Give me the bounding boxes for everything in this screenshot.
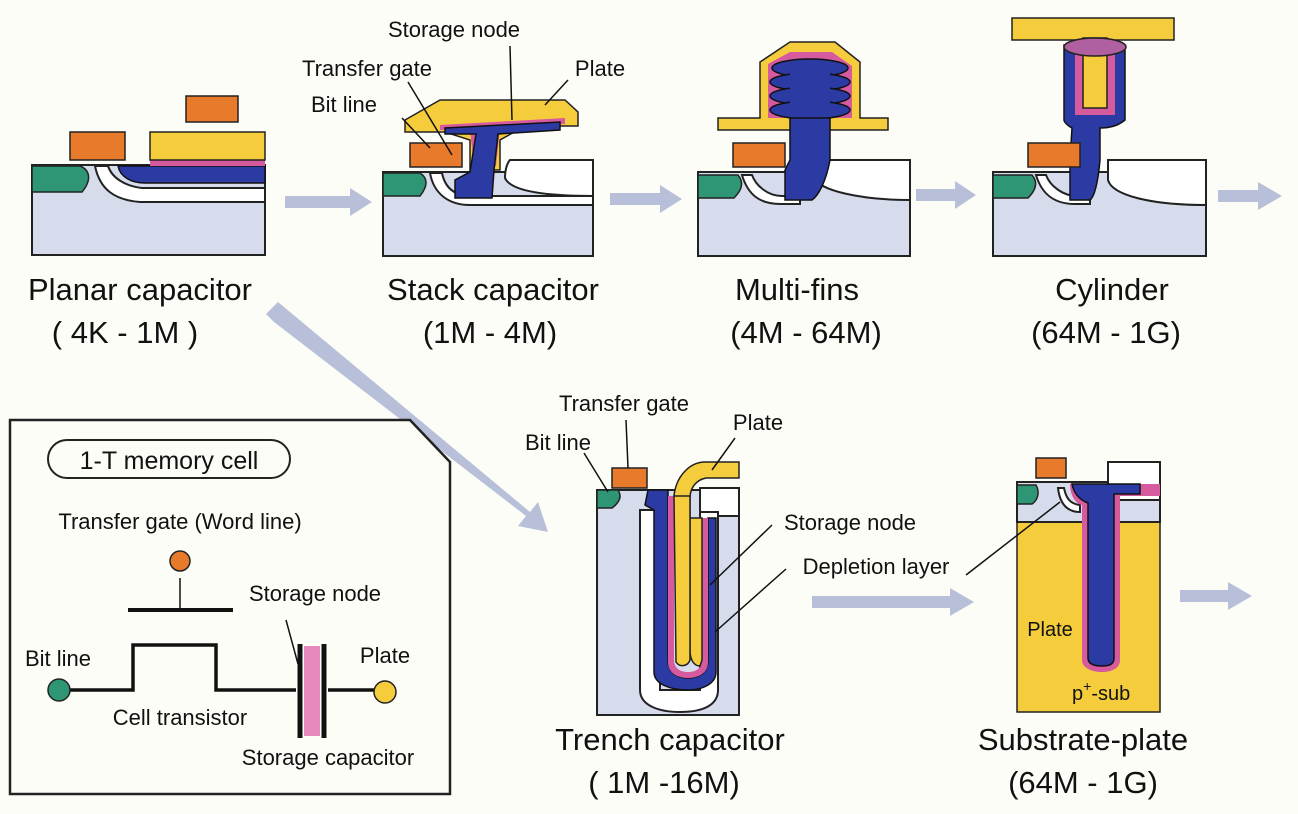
cell-label-transfer-gate: Transfer gate (Word line) [58, 509, 301, 534]
stack-transfer-gate [409, 142, 463, 168]
multifins-bit-line [697, 174, 743, 199]
trench-title: Trench capacitor [555, 722, 785, 757]
cell-label-plate: Plate [360, 643, 410, 668]
word-line-terminal [169, 550, 191, 572]
substrate-plate-label-sub: p+-sub [1072, 678, 1130, 705]
stack-title: Stack capacitor [387, 272, 599, 307]
multifins-storage-node [769, 58, 851, 201]
stack-storage-node [444, 121, 561, 199]
memory-cell-box [8, 418, 452, 796]
multifins-title: Multi-fins [735, 272, 859, 307]
plate-terminal [373, 680, 397, 704]
planar-plate [149, 131, 266, 161]
memory-cell-title-pill [47, 439, 291, 479]
substrate-plate-range: (64M - 1G) [1008, 765, 1158, 800]
planar-dielectric [150, 159, 265, 166]
arrow-cylinder-next [1218, 182, 1282, 210]
multifins-transfer-gate [732, 142, 786, 168]
stack-label-plate: Plate [575, 56, 625, 81]
substrate-plate-transfer-gate [1035, 457, 1067, 479]
planar-transfer-gate [69, 131, 126, 161]
substrate-plate-bit-line [1016, 484, 1039, 505]
multifins-range: (4M - 64M) [730, 315, 882, 350]
memory-cell-frame [8, 418, 452, 796]
stack-capacitor-structure [382, 45, 594, 257]
substrate-plate-storage-node [1071, 483, 1141, 667]
planar-bit-line [31, 165, 90, 193]
trench-transfer-gate [611, 467, 648, 489]
cylinder-transfer-gate [1027, 142, 1081, 168]
stack-label-storage-node: Storage node [388, 17, 520, 42]
stack-label-transfer-gate: Transfer gate [302, 56, 432, 81]
trench-label-plate: Plate [733, 410, 783, 435]
arrow-stack-to-multifins [610, 185, 682, 213]
cylinder-range: (64M - 1G) [1031, 315, 1181, 350]
trench-label-depletion-layer: Depletion layer [803, 554, 950, 579]
trench-capacitor-structure [583, 419, 787, 716]
cell-label-cell-transistor: Cell transistor [113, 705, 247, 730]
arrow-trench-to-substrate-plate [812, 588, 974, 616]
storage-capacitor-dielectric [304, 646, 320, 736]
trench-label-transfer-gate: Transfer gate [559, 391, 689, 416]
trench-dielectric [668, 496, 708, 678]
trench-bit-line [596, 489, 621, 509]
cell-label-storage-capacitor: Storage capacitor [242, 745, 414, 770]
trench-label-storage-node: Storage node [784, 510, 916, 535]
arrow-multifins-to-cylinder [916, 181, 976, 209]
arrow-substrate-plate-next [1180, 582, 1252, 610]
cylinder-plate-top [1011, 17, 1175, 41]
memory-cell-title: 1-T memory cell [80, 447, 259, 475]
stack-bit-line [382, 172, 427, 197]
cylinder-bit-line [992, 174, 1037, 199]
planar-capacitor-structure [31, 95, 266, 256]
planar-range: ( 4K - 1M ) [52, 315, 198, 350]
cell-label-bit-line: Bit line [25, 646, 91, 671]
substrate-plate-structure [965, 457, 1161, 713]
cylinder-isolation [1107, 159, 1207, 207]
cylinder-title: Cylinder [1055, 272, 1169, 307]
stack-isolation [503, 159, 594, 198]
planar-bit-contact [185, 95, 239, 123]
planar-oxide [93, 165, 266, 203]
multifins-structure [697, 41, 911, 257]
stack-label-bit-line: Bit line [311, 92, 377, 117]
substrate-plate-title: Substrate-plate [978, 722, 1188, 757]
cylinder-structure [992, 17, 1207, 257]
planar-storage-node [117, 165, 266, 184]
arrow-planar-to-stack [285, 188, 372, 216]
planar-title: Planar capacitor [28, 272, 252, 307]
substrate-plate-label-plate: Plate [1027, 619, 1073, 641]
arrow-planar-to-trench [266, 302, 548, 532]
stack-range: (1M - 4M) [423, 315, 557, 350]
trench-label-bit-line: Bit line [525, 430, 591, 455]
bit-line-terminal [47, 678, 71, 702]
trench-range: ( 1M -16M) [588, 765, 740, 800]
cell-label-storage-node: Storage node [249, 581, 381, 606]
